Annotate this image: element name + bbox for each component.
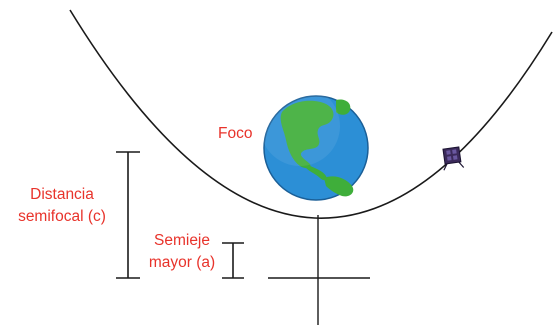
trajectory-curve <box>69 9 553 219</box>
focus-label: Foco <box>218 125 253 142</box>
semi-major-bracket <box>222 242 244 279</box>
focal-distance-label-line1: Distancia <box>30 186 94 203</box>
semi-major-label-line2: mayor (a) <box>148 254 216 271</box>
focal-distance-bracket <box>116 151 140 279</box>
semi-major-label: Semieje mayor (a) <box>140 230 224 274</box>
semi-major-label-line1: Semieje <box>154 232 210 249</box>
satellite-icon <box>442 146 465 171</box>
earth-globe-icon <box>260 86 369 201</box>
focal-distance-label-line2: semifocal (c) <box>18 208 106 225</box>
focal-distance-label: Distancia semifocal (c) <box>6 184 118 228</box>
